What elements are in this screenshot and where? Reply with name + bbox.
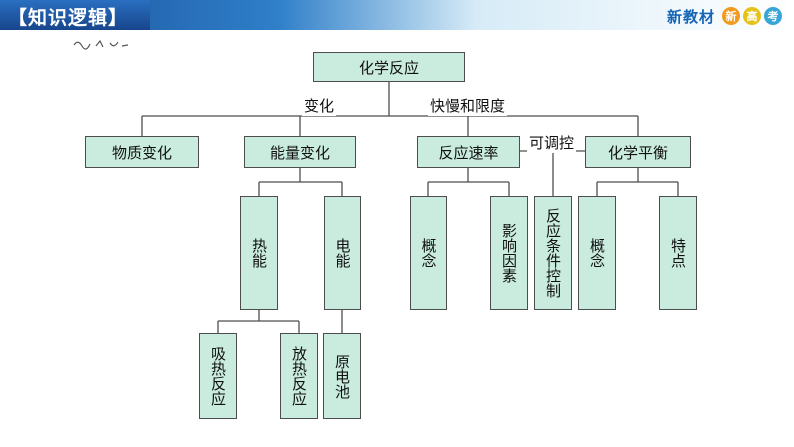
node-matter-change: 物质变化 bbox=[85, 136, 199, 168]
node-endothermic: 吸热反应 bbox=[199, 333, 237, 419]
branch-label-right: 快慢和限度 bbox=[428, 95, 508, 116]
node-rate-factors: 影响因素 bbox=[490, 196, 528, 310]
node-rate-concept: 概念 bbox=[410, 196, 447, 310]
node-heat-energy: 热能 bbox=[240, 196, 278, 310]
link-label-controllable: 可调控 bbox=[527, 132, 577, 153]
node-energy-change: 能量变化 bbox=[244, 136, 356, 168]
node-reaction-rate: 反应速率 bbox=[417, 136, 520, 168]
branch-label-left: 变化 bbox=[302, 95, 337, 116]
brand-text: 新教材 bbox=[666, 7, 715, 26]
brand-badge-2: 高 bbox=[743, 7, 761, 25]
node-galvanic-cell: 原电池 bbox=[323, 333, 361, 419]
node-equilibrium-concept: 概念 bbox=[578, 196, 616, 310]
header-title-tab bbox=[0, 0, 150, 30]
scribble-mark bbox=[73, 39, 129, 50]
node-electric-energy: 电能 bbox=[324, 196, 361, 310]
node-chemical-equilibrium: 化学平衡 bbox=[585, 136, 691, 168]
node-condition-control: 反应条件控制 bbox=[534, 196, 572, 310]
root-node: 化学反应 bbox=[313, 52, 465, 82]
brand-logo: 新教材 新 高 考 bbox=[667, 5, 782, 27]
node-exothermic: 放热反应 bbox=[280, 333, 318, 419]
section-title: 【知识逻辑】 bbox=[8, 7, 129, 29]
brand-badge-3: 考 bbox=[764, 7, 782, 25]
node-equilibrium-features: 特点 bbox=[659, 196, 697, 310]
brand-badge-1: 新 bbox=[722, 7, 740, 25]
